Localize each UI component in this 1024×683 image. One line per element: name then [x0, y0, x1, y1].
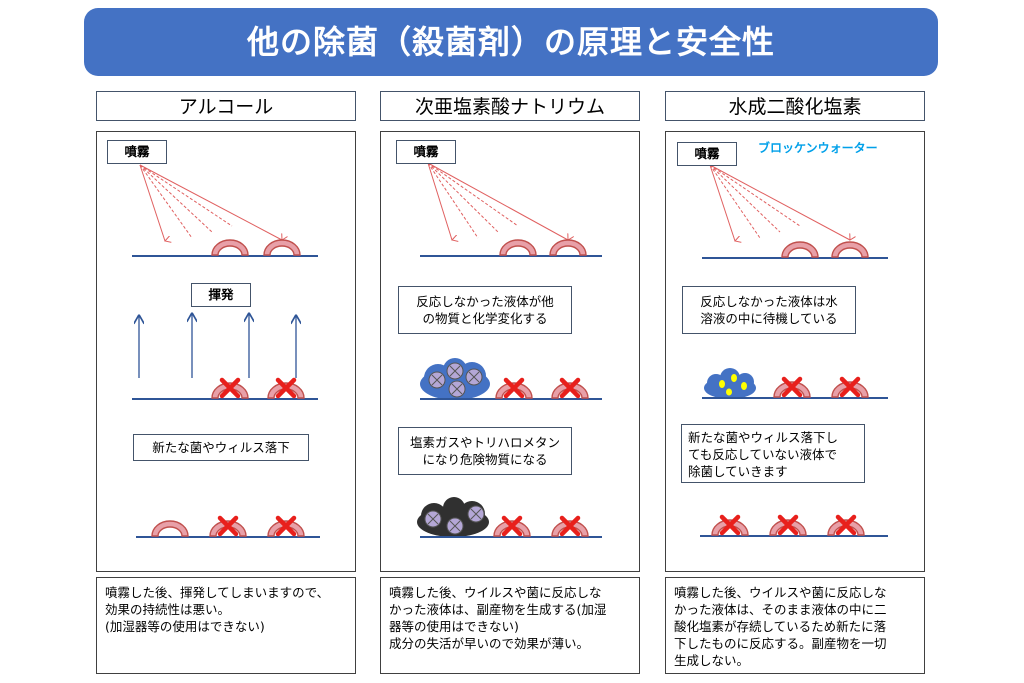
- chlorine-dioxide-spray-label: 噴霧: [677, 142, 737, 166]
- hypochlorite-spray-arrows: [427, 162, 568, 240]
- chlorine-dioxide-spray-arrows: [709, 164, 850, 241]
- alcohol-new-microbes-label: 新たな菌やウィルス落下: [133, 434, 309, 461]
- hypochlorite-toxic-label: 塩素ガスやトリハロメタン になり危険物質になる: [398, 427, 572, 475]
- page-title: 他の除菌（殺菌剤）の原理と安全性: [84, 8, 938, 76]
- column-heading-hypochlorite: 次亜塩素酸ナトリウム: [380, 91, 640, 121]
- alcohol-spray-arrows: [139, 164, 282, 241]
- hypochlorite-toxic-blob: [417, 497, 489, 537]
- alcohol-spray-label: 噴霧: [107, 140, 167, 164]
- alcohol-evaporation-arrows: [139, 314, 296, 378]
- alcohol-evaporation-label: 揮発: [191, 283, 251, 307]
- chlorine-dioxide-water-blob: [704, 368, 756, 399]
- hypochlorite-reaction-label: 反応しなかった液体が他 の物質と化学変化する: [398, 286, 572, 334]
- diagram-panel-chlorine-dioxide: [665, 131, 925, 572]
- chlorine-dioxide-standby-label: 反応しなかった液体は水 溶液の中に待機している: [682, 286, 856, 334]
- chlorine-dioxide-new-microbes-label: 新たな菌やウィルス落下し ても反応していない液体で 除菌していきます: [681, 424, 865, 483]
- column-heading-alcohol: アルコール: [96, 91, 356, 121]
- brand-name: ブロッケンウォーター: [758, 141, 878, 155]
- column-heading-chlorine-dioxide: 水成二酸化塩素: [665, 91, 925, 121]
- hypochlorite-spray-label: 噴霧: [396, 140, 456, 164]
- diagram-panel-hypochlorite: [380, 131, 640, 572]
- hypochlorite-reaction-blob: [420, 358, 490, 400]
- note-alcohol: 噴霧した後、揮発してしまいますので、 効果の持続性は悪い。 (加湿器等の使用はで…: [96, 577, 356, 674]
- note-chlorine-dioxide: 噴霧した後、ウイルスや菌に反応しな かった液体は、そのまま液体の中に二 酸化塩素…: [665, 577, 925, 674]
- note-hypochlorite: 噴霧した後、ウイルスや菌に反応しな かった液体は、副産物を生成する(加湿 器等の…: [380, 577, 640, 674]
